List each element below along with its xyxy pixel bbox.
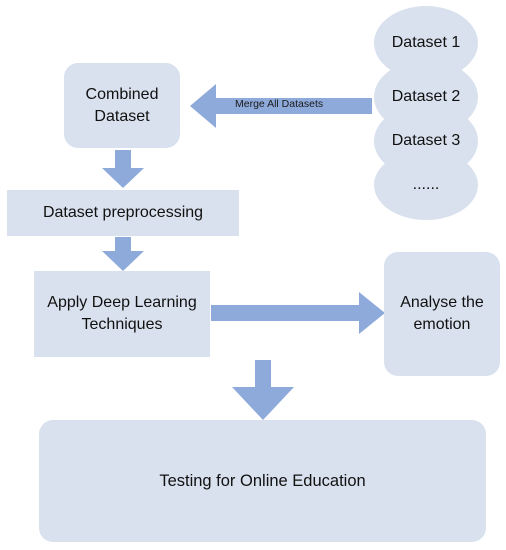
deep-learning-box: Apply Deep Learning Techniques	[34, 271, 210, 357]
down-arrow-shape	[102, 150, 144, 188]
down-arrow-shape	[102, 237, 144, 271]
combined-label-line2: Dataset	[94, 107, 150, 125]
right-arrow-icon	[211, 292, 385, 334]
analyse-emotion-box: Analyse the emotion	[384, 252, 500, 376]
dataset-oval-more: ......	[374, 150, 478, 220]
preprocessing-box: Dataset preprocessing	[7, 190, 239, 236]
down-arrow-icon	[102, 150, 144, 188]
combined-dataset-box: Combined Dataset	[64, 63, 180, 148]
analyse-label-line2: emotion	[413, 316, 471, 333]
deep-learning-label-line1: Apply Deep Learning	[47, 294, 197, 311]
dataset-label: Dataset 3	[391, 132, 461, 149]
right-arrow-shape	[211, 292, 385, 334]
down-arrow-icon	[102, 237, 144, 271]
testing-label: Testing for Online Education	[159, 472, 366, 490]
dataset-label: Dataset 1	[391, 34, 461, 51]
combined-label-line1: Combined	[85, 85, 159, 103]
dataset-label: Dataset 2	[391, 88, 461, 105]
testing-box: Testing for Online Education	[39, 420, 486, 542]
preprocessing-label: Dataset preprocessing	[42, 204, 204, 221]
merge-arrow-shape	[190, 84, 372, 128]
deep-learning-label-line2: Techniques	[81, 316, 163, 333]
big-down-arrow-shape	[232, 360, 294, 420]
big-down-arrow-icon	[232, 360, 294, 420]
analyse-label-line1: Analyse the	[400, 294, 484, 311]
merge-arrow-icon	[190, 84, 372, 128]
merge-label: Merge All Datasets	[235, 98, 324, 110]
dataset-label: ......	[412, 176, 440, 193]
